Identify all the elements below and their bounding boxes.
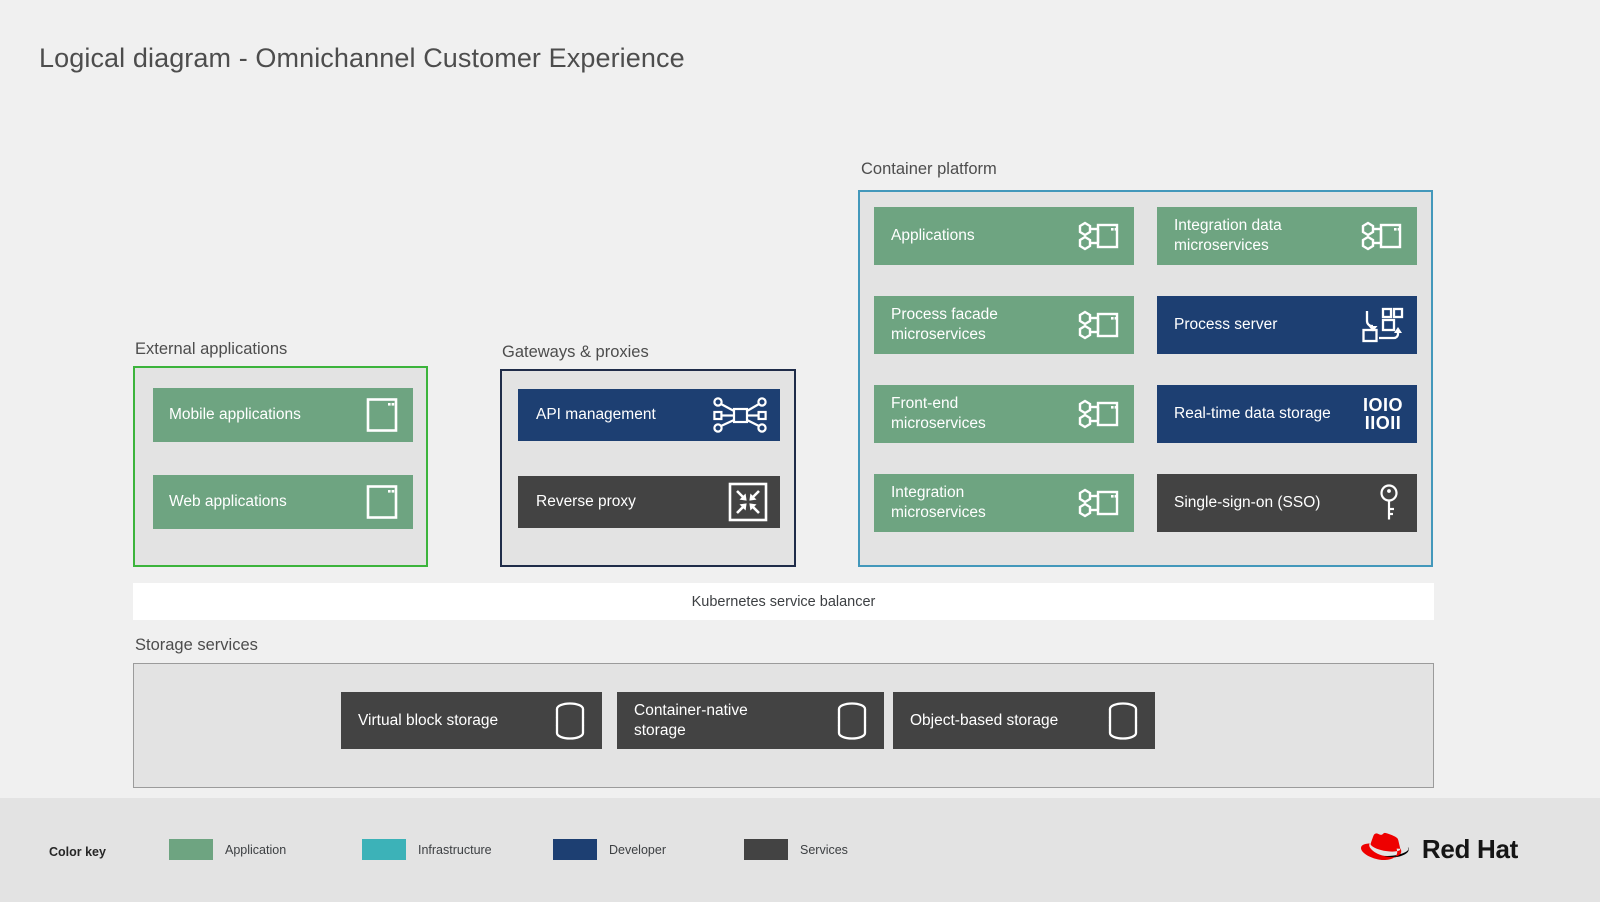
group-box-container-platform: Applications Process facade microservice… (858, 190, 1433, 567)
container-icon (1359, 220, 1403, 252)
color-key-label: Developer (609, 842, 666, 857)
card-label: Front-end microservices (891, 395, 986, 432)
container-icon (1076, 309, 1120, 341)
api-network-icon (712, 395, 768, 435)
color-key-item-services: Services (744, 839, 848, 860)
color-key-item-infrastructure: Infrastructure (362, 839, 492, 860)
color-swatch (553, 839, 597, 860)
group-label-storage-services: Storage services (135, 636, 258, 654)
kubernetes-service-balancer-bar[interactable]: Kubernetes service balancer (133, 583, 1434, 620)
card-label: Applications (891, 227, 975, 245)
red-hat-logo: Red Hat (1360, 830, 1518, 868)
card-applications[interactable]: Applications (874, 207, 1134, 265)
card-mobile-applications[interactable]: Mobile applications (153, 388, 413, 442)
card-container-native-storage[interactable]: Container-native storage (617, 692, 884, 749)
card-label: Process server (1174, 316, 1278, 334)
card-object-based-storage[interactable]: Object-based storage (893, 692, 1155, 749)
card-integration-data-microservices[interactable]: Integration data microservices (1157, 207, 1417, 265)
group-label-external-applications: External applications (135, 340, 288, 358)
card-single-sign-on[interactable]: Single-sign-on (SSO) (1157, 474, 1417, 532)
color-swatch (744, 839, 788, 860)
service-bar-label: Kubernetes service balancer (691, 593, 876, 610)
card-label: Integration data microservices (1174, 217, 1282, 254)
container-icon (1076, 398, 1120, 430)
red-hat-wordmark: Red Hat (1421, 833, 1518, 864)
group-box-external-applications: Mobile applications Web applications (133, 366, 428, 567)
card-label: Single-sign-on (SSO) (1174, 494, 1321, 512)
group-label-container-platform: Container platform (861, 160, 997, 178)
group-box-gateways-proxies: API management Reverse proxy (500, 369, 796, 567)
card-web-applications[interactable]: Web applications (153, 475, 413, 529)
card-process-server[interactable]: Process server (1157, 296, 1417, 354)
card-front-end-microservices[interactable]: Front-end microservices (874, 385, 1134, 443)
card-process-facade-microservices[interactable]: Process facade microservices (874, 296, 1134, 354)
card-api-management[interactable]: API management (518, 389, 780, 441)
card-virtual-block-storage[interactable]: Virtual block storage (341, 692, 602, 749)
red-hat-fedora-icon (1360, 830, 1413, 868)
color-key-title: Color key (49, 845, 106, 859)
card-label: Real-time data storage (1174, 405, 1331, 423)
group-box-storage-services: Virtual block storage Container-native s… (133, 663, 1434, 788)
card-reverse-proxy[interactable]: Reverse proxy (518, 476, 780, 528)
key-icon (1375, 483, 1403, 523)
card-label: Process facade microservices (891, 306, 998, 343)
card-label: Integration microservices (891, 484, 986, 521)
card-label: Mobile applications (169, 406, 301, 424)
expand-arrows-icon (728, 482, 768, 522)
database-stack-icon (834, 701, 870, 741)
card-label: Reverse proxy (536, 493, 636, 511)
color-swatch (362, 839, 406, 860)
database-stack-icon (1105, 701, 1141, 741)
database-stack-icon (552, 701, 588, 741)
process-flow-icon (1361, 307, 1404, 343)
device-screen-icon (365, 484, 399, 520)
card-label: Object-based storage (910, 711, 1059, 729)
color-swatch (169, 839, 213, 860)
group-label-gateways-proxies: Gateways & proxies (502, 343, 649, 361)
color-key-label: Services (800, 842, 848, 857)
page-title: Logical diagram - Omnichannel Customer E… (39, 43, 685, 73)
card-integration-microservices[interactable]: Integration microservices (874, 474, 1134, 532)
color-key-label: Infrastructure (418, 842, 492, 857)
color-key-label: Application (225, 842, 287, 857)
card-label: Web applications (169, 493, 287, 511)
device-screen-icon (365, 397, 399, 433)
footer-color-key: Color key Application Infrastructure Dev… (0, 798, 1600, 902)
card-label: Virtual block storage (358, 711, 499, 729)
color-key-item-application: Application (169, 839, 286, 860)
card-label: API management (536, 406, 656, 424)
container-icon (1076, 220, 1120, 252)
color-key-item-developer: Developer (553, 839, 666, 860)
card-label: Container-native storage (634, 701, 748, 739)
container-icon (1076, 487, 1120, 519)
